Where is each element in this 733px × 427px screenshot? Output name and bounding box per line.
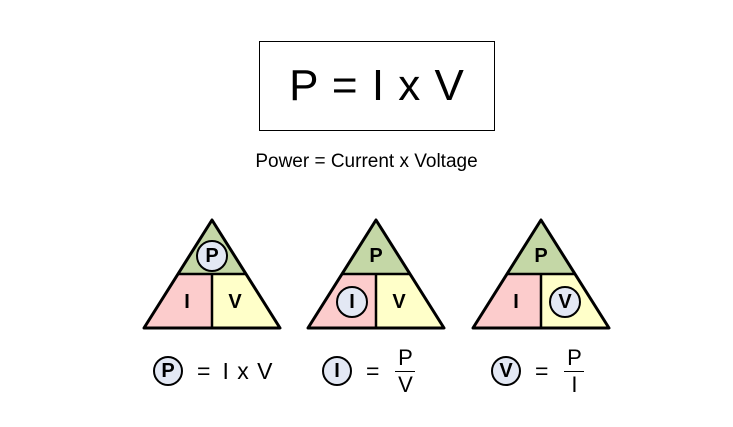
triangle-top-section bbox=[342, 220, 410, 274]
equation-current: I = P V bbox=[322, 343, 416, 399]
triangle-right-section bbox=[212, 274, 280, 328]
formula-description: Power = Current x Voltage bbox=[255, 151, 478, 172]
fraction-bar bbox=[564, 370, 585, 372]
triangle-right-label: V bbox=[228, 291, 242, 313]
triangle-right-label: V bbox=[558, 291, 572, 313]
triangle-right-label: V bbox=[392, 291, 406, 313]
main-formula-box: P = I x V bbox=[259, 41, 495, 131]
triangle-top-section bbox=[507, 220, 575, 274]
equation-power: P = I x V bbox=[153, 343, 273, 399]
triangle-top-label: P bbox=[205, 245, 218, 267]
equation-subject-circle: V bbox=[491, 356, 521, 386]
fraction-bar bbox=[395, 370, 416, 372]
equation-rhs: I x V bbox=[222, 357, 274, 384]
triangle-top-label: P bbox=[369, 245, 382, 267]
equals-sign: = bbox=[366, 357, 380, 384]
fraction-numerator: P bbox=[398, 344, 413, 370]
triangle-voltage: P I V bbox=[471, 218, 611, 330]
triangle-top-label: P bbox=[534, 245, 547, 267]
triangle-left-label: I bbox=[513, 291, 519, 313]
fraction-denominator: V bbox=[398, 371, 413, 397]
equals-sign: = bbox=[535, 357, 549, 384]
triangle-left-label: I bbox=[184, 291, 190, 313]
fraction: P I bbox=[564, 344, 585, 397]
triangle-current: P I V bbox=[306, 218, 446, 330]
highlight-circle bbox=[336, 286, 368, 318]
triangle-left-section bbox=[144, 274, 212, 328]
equation-subject-circle: P bbox=[153, 356, 183, 386]
fraction-numerator: P bbox=[567, 344, 582, 370]
triangle-right-section bbox=[376, 274, 444, 328]
fraction: P V bbox=[395, 344, 416, 397]
triangle-left-section bbox=[473, 274, 541, 328]
triangle-left-label: I bbox=[349, 291, 355, 313]
highlight-circle bbox=[196, 240, 228, 272]
main-formula: P = I x V bbox=[289, 61, 465, 110]
triangle-power: P I V bbox=[142, 218, 282, 330]
equation-subject-circle: I bbox=[322, 356, 352, 386]
equals-sign: = bbox=[197, 357, 211, 384]
equation-voltage: V = P I bbox=[491, 343, 585, 399]
highlight-circle bbox=[549, 286, 581, 318]
fraction-denominator: I bbox=[571, 371, 578, 397]
